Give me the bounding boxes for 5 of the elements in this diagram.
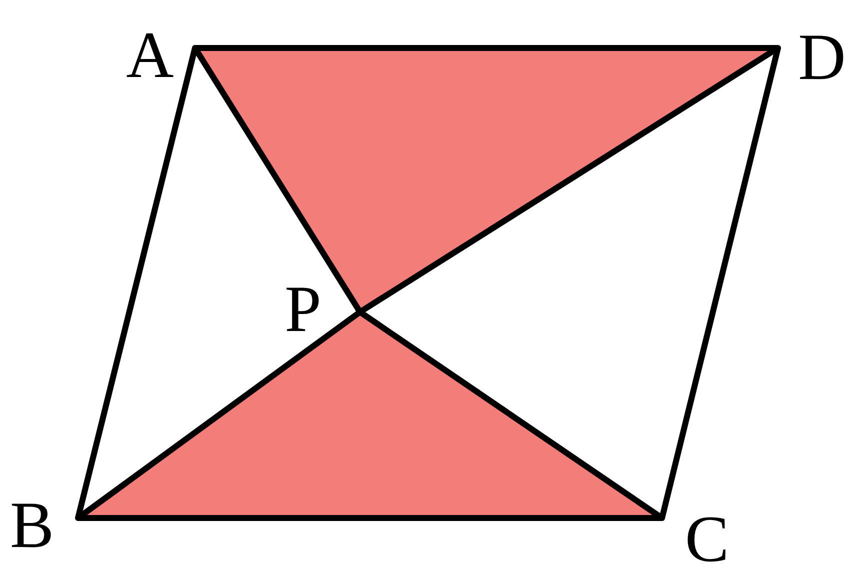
vertex-label: A bbox=[126, 23, 174, 89]
vertex-label: B bbox=[10, 493, 54, 559]
vertex-label: P bbox=[284, 277, 322, 343]
vertex-label: D bbox=[798, 25, 846, 91]
vertex-label: C bbox=[684, 507, 730, 573]
